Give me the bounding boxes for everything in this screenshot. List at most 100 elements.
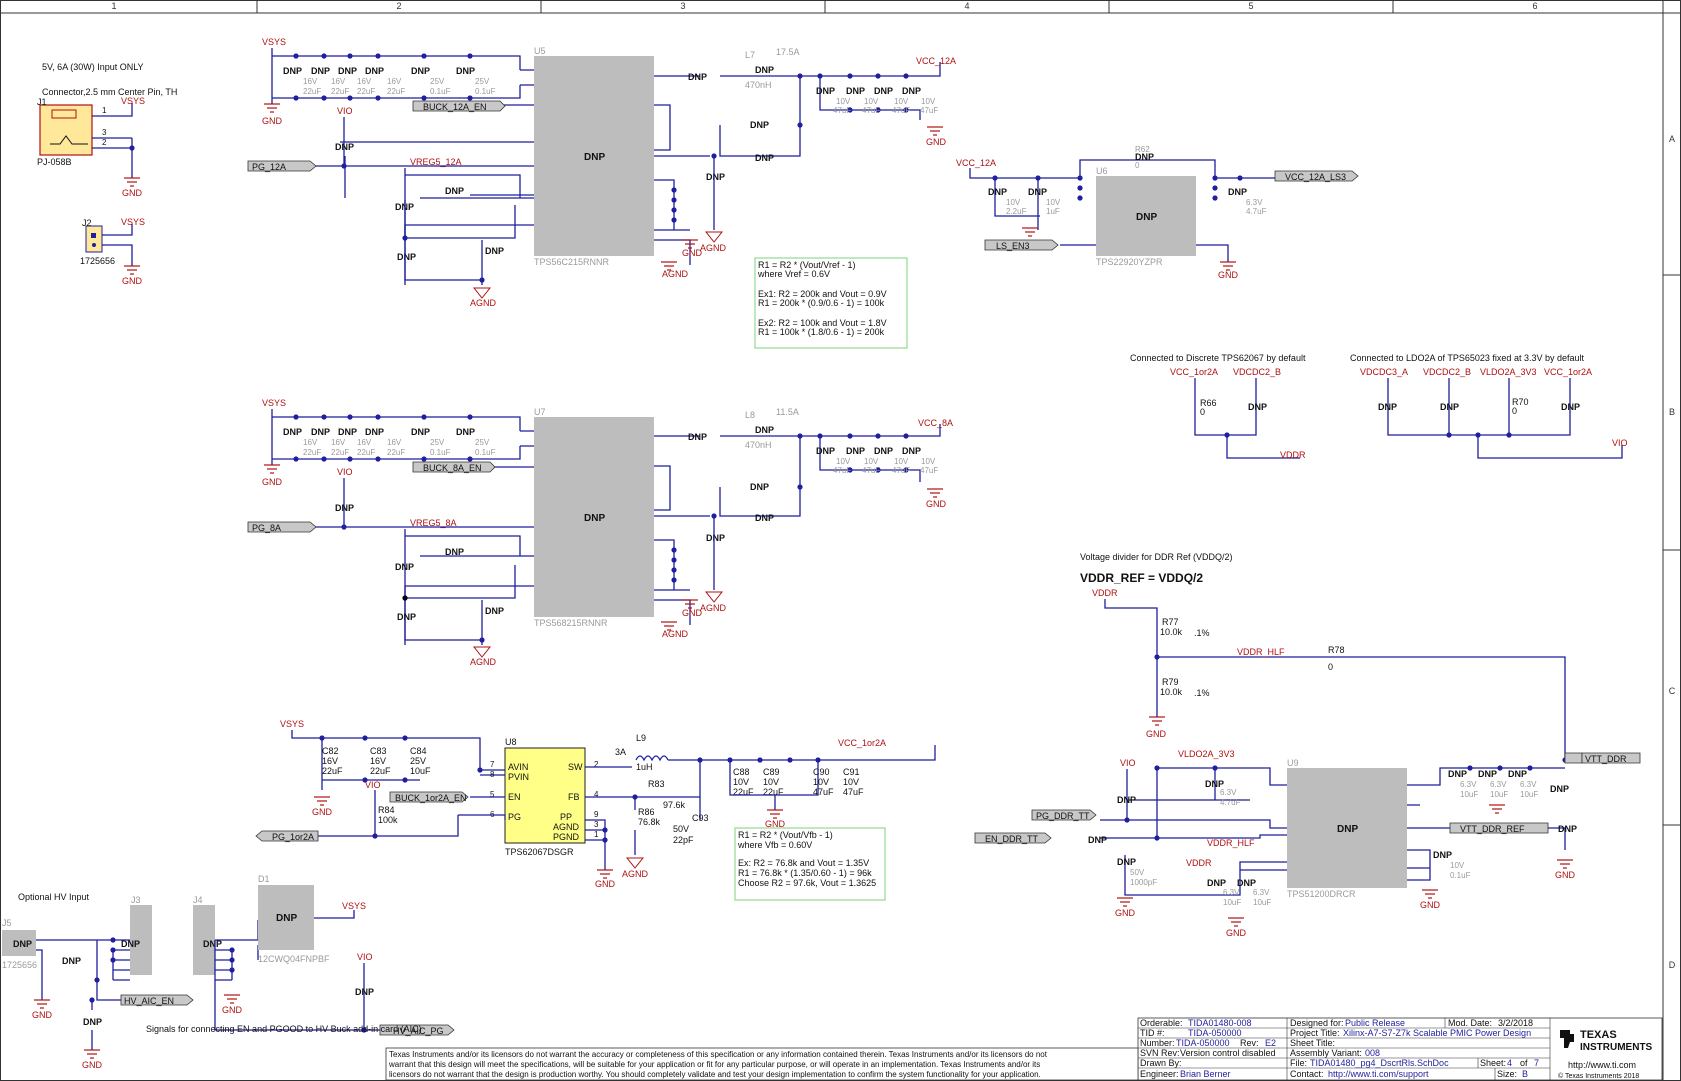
pg-ddr-tt-port: PG_DDR_TT [1036,811,1090,821]
svg-text:22uF: 22uF [387,448,405,457]
formula-box-2: R1 = R2 * (Vout/Vfb - 1)where Vfb = 0.60… [737,830,876,888]
svg-text:VDCDC2_B: VDCDC2_B [1423,367,1471,377]
svg-text:4.7uF: 4.7uF [1220,798,1241,807]
svg-text:6.3V: 6.3V [1490,780,1507,789]
svg-text:0.1uF: 0.1uF [475,87,496,96]
column-label: 6 [1532,1,1537,11]
svg-text:6.3V: 6.3V [1223,888,1240,897]
svg-text:Orderable:: Orderable: [1140,1018,1183,1028]
buck8a-port: BUCK_8A_EN [423,463,482,473]
svg-text:5: 5 [490,790,495,799]
svg-text:0: 0 [1200,407,1205,417]
svg-text:DNP: DNP [688,72,707,82]
svg-text:R62: R62 [1135,145,1150,154]
svg-text:DNP: DNP [755,153,774,163]
svg-text:DNP: DNP [1337,824,1358,835]
svg-text:GND: GND [595,879,616,889]
svg-text:J3: J3 [131,895,141,905]
svg-text:6.3V: 6.3V [1246,198,1263,207]
svg-text:10V: 10V [921,457,936,466]
svg-text:R78: R78 [1328,645,1345,655]
svg-text:22uF: 22uF [733,787,754,797]
svg-text:GND: GND [32,1010,53,1020]
svg-text:TIDA01480-008: TIDA01480-008 [1188,1018,1252,1028]
svg-text:DNP: DNP [1440,402,1459,412]
svg-text:VSYS: VSYS [262,398,286,408]
svg-text:DNP: DNP [750,120,769,130]
pg8a-port: PG_8A [252,523,281,533]
svg-text:16V: 16V [303,77,318,86]
svg-text:50V: 50V [673,824,689,834]
svg-text:J4: J4 [193,895,203,905]
j2-connector: J2 1725656 [80,218,115,266]
vsys-net: VSYS [262,37,286,47]
svg-text:GND: GND [765,819,786,829]
svg-text:1uH: 1uH [636,762,653,772]
svg-text:3A: 3A [615,747,626,757]
vcc12a-ls3-port: VCC_12A_LS3 [1285,172,1346,182]
svg-text:R1 = 100k * (1.8/0.6 - 1) = 20: R1 = 100k * (1.8/0.6 - 1) = 200k [758,327,885,337]
svg-text:GND: GND [222,1005,243,1015]
svg-text:VCC_1or2A: VCC_1or2A [1544,367,1592,377]
column-label: 5 [1248,1,1253,11]
svg-text:DNP: DNP [83,1017,102,1027]
svg-text:DNP: DNP [846,86,865,96]
svg-text:AVIN: AVIN [508,762,528,772]
svg-text:1000pF: 1000pF [1130,878,1157,887]
svg-text:10V: 10V [836,97,851,106]
svg-text:TIDA-050000: TIDA-050000 [1188,1028,1242,1038]
svg-text:0.1uF: 0.1uF [1450,871,1471,880]
svg-text:Ex1: R2 = 200k and Vout = 0.9V: Ex1: R2 = 200k and Vout = 0.9V [758,289,887,299]
svg-text:11.5A: 11.5A [776,407,799,417]
svg-text:DNP: DNP [706,172,725,182]
svg-text:DNP: DNP [283,427,302,437]
svg-text:10V: 10V [813,777,829,787]
svg-text:SW: SW [568,762,583,772]
vcc8a-net: VCC_8A [918,418,953,428]
svg-text:DNP: DNP [397,252,416,262]
svg-text:3: 3 [102,128,107,137]
svg-text:0.1uF: 0.1uF [430,87,451,96]
svg-text:12CWQ04FNPBF: 12CWQ04FNPBF [258,954,330,964]
svg-text:TPS568215RNNR: TPS568215RNNR [534,618,608,628]
svg-text:FB: FB [568,792,580,802]
svg-text:R70: R70 [1512,397,1529,407]
svg-text:DNP: DNP [1561,402,1580,412]
svg-text:10.0k: 10.0k [1160,627,1183,637]
svg-text:C89: C89 [763,767,780,777]
svg-text:DNP: DNP [988,187,1007,197]
svg-text:47uF: 47uF [833,106,851,115]
svg-text:C83: C83 [370,746,387,756]
svg-text:DNP: DNP [584,513,605,524]
svg-text:Ex2: R2 = 100k and Vout = 1.8V: Ex2: R2 = 100k and Vout = 1.8V [758,318,887,328]
svg-text:R66: R66 [1200,398,1217,408]
svg-text:U6: U6 [1096,166,1108,176]
agnd-net: AGND [700,243,727,253]
svg-text:DNP: DNP [1228,187,1247,197]
svg-text:R1 = R2 * (Vout/Vfb - 1): R1 = R2 * (Vout/Vfb - 1) [738,830,833,840]
svg-text:VIO: VIO [365,780,381,790]
svg-text:100k: 100k [378,815,398,825]
u9-chip [1287,768,1407,888]
svg-text:of: of [1520,1058,1528,1068]
svg-text:EN: EN [508,792,521,802]
svg-text:INSTRUMENTS: INSTRUMENTS [1580,1042,1653,1053]
svg-text:TPS22920YZPR: TPS22920YZPR [1096,257,1163,267]
svg-text:Texas Instruments and/or its l: Texas Instruments and/or its licensors d… [389,1050,1048,1059]
svg-text:2.2uF: 2.2uF [1006,207,1027,216]
agnd-net: AGND [470,298,497,308]
j1-part: PJ-058B [37,157,72,167]
svg-text:DNP: DNP [750,482,769,492]
svg-text:22uF: 22uF [387,87,405,96]
svg-text:C88: C88 [733,767,750,777]
svg-text:R79: R79 [1162,677,1179,687]
svg-text:DNP: DNP [335,503,354,513]
svg-text:3: 3 [594,820,599,829]
svg-text:D1: D1 [258,874,270,884]
svg-text:6.3V: 6.3V [1220,788,1237,797]
svg-text:R84: R84 [378,805,395,815]
svg-text:DNP: DNP [1478,769,1497,779]
svg-text:10V: 10V [1006,198,1021,207]
buck12a-port: BUCK_12A_EN [423,102,487,112]
svg-text:AGND: AGND [662,269,689,279]
